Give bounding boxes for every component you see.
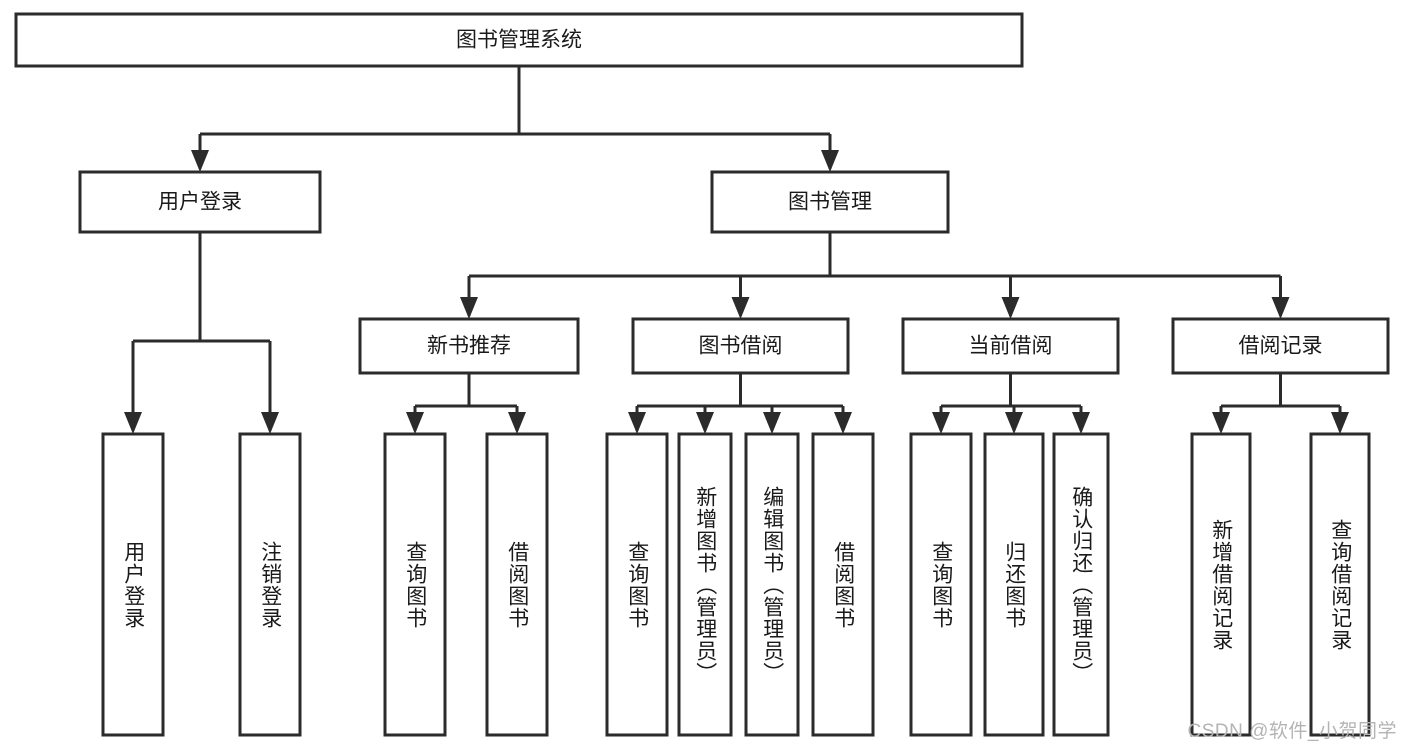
leaf-leaf-edit-book[interactable]: [744, 432, 800, 737]
node-root[interactable]: [14, 12, 1024, 68]
node-label: 图书管理: [788, 191, 872, 214]
arrow-head: [1072, 412, 1090, 434]
arrow-head: [1331, 412, 1349, 434]
node-book-borrow[interactable]: [631, 317, 850, 375]
leaf-leaf-query-book-1[interactable]: [383, 432, 447, 737]
leaf-leaf-query-book-2[interactable]: [605, 432, 669, 737]
arrow-head: [763, 412, 781, 434]
arrow-head: [124, 412, 142, 434]
arrow-head: [628, 412, 646, 434]
node-borrow-record[interactable]: [1171, 317, 1390, 375]
connector-lines: [124, 66, 1349, 434]
node-label: 当前借阅: [969, 335, 1053, 358]
arrow-head: [406, 412, 424, 434]
arrow-head: [696, 412, 714, 434]
leaf-leaf-return-book[interactable]: [983, 432, 1045, 737]
leaf-leaf-query-book-3[interactable]: [909, 432, 973, 737]
leaf-leaf-add-book[interactable]: [677, 432, 733, 737]
leaf-leaf-borrow-book-1[interactable]: [485, 432, 549, 737]
arrow-head: [261, 412, 279, 434]
leaf-leaf-logout[interactable]: [238, 432, 302, 737]
arrow-head: [932, 412, 950, 434]
node-label: 图书借阅: [699, 335, 783, 358]
node-label: 图书管理系统: [456, 29, 582, 52]
leaf-leaf-query-record[interactable]: [1309, 432, 1371, 737]
arrow-head: [1001, 297, 1020, 319]
node-label: 用户登录: [158, 191, 242, 214]
node-current-borrow[interactable]: [901, 317, 1120, 375]
node-boxes: [14, 12, 1390, 737]
leaf-leaf-user-login[interactable]: [101, 432, 165, 737]
arrow-head: [191, 150, 209, 172]
leaf-leaf-confirm-return[interactable]: [1052, 432, 1110, 737]
arrow-head: [1212, 412, 1230, 434]
node-user-login[interactable]: [78, 170, 322, 234]
arrow-head: [1271, 297, 1290, 319]
node-book-manage[interactable]: [710, 170, 950, 234]
arrow-head: [834, 412, 852, 434]
arrow-head: [508, 412, 526, 434]
node-label: 新书推荐: [427, 335, 511, 358]
node-label: 借阅记录: [1239, 335, 1323, 358]
leaf-leaf-add-record[interactable]: [1190, 432, 1252, 737]
arrow-head: [1005, 412, 1023, 434]
arrow-head: [731, 297, 750, 319]
watermark-text: CSDN @软件_小贺同学: [1187, 721, 1397, 742]
arrow-head: [460, 297, 478, 319]
arrow-head: [821, 150, 839, 172]
leaf-leaf-borrow-book-2[interactable]: [811, 432, 875, 737]
node-new-book-rec[interactable]: [358, 317, 580, 375]
